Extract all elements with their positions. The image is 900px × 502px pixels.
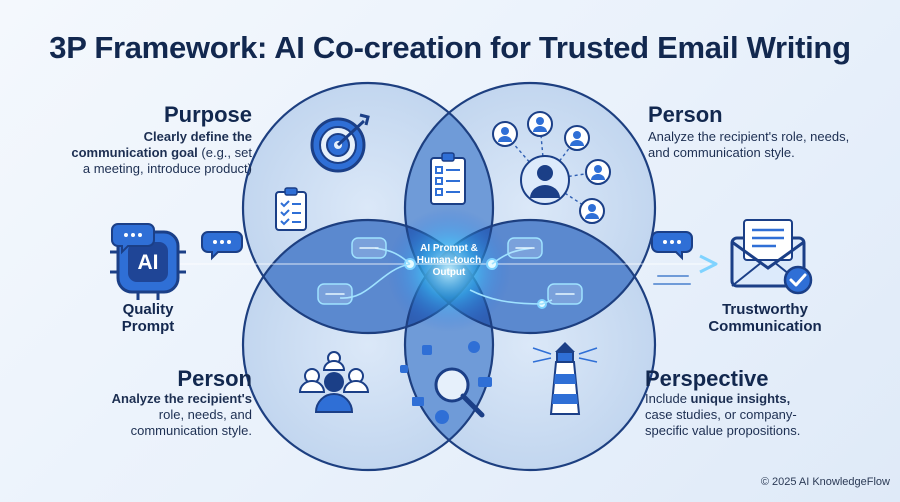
checklist-icon — [430, 152, 466, 205]
purpose-desc-rest: (e.g., set a meeting, introduce product) — [82, 145, 252, 176]
person-bottom-title: Person — [177, 366, 252, 391]
ai-badge: AI — [137, 251, 159, 274]
venn-outlines — [241, 81, 657, 472]
copyright: © 2025 AI KnowledgeFlow — [760, 476, 890, 488]
purpose-title: Purpose — [163, 102, 252, 127]
trustworthy-communication-label: Trustworthy Communication — [708, 301, 822, 335]
person-top-title: Person — [648, 102, 723, 127]
flow-line — [180, 247, 718, 309]
chat-bubble-icon — [111, 223, 693, 261]
perspective-desc-pre: Include — [645, 391, 691, 406]
team-people-icon — [298, 351, 370, 413]
envelope-check-icon — [730, 219, 813, 295]
person-top-description: Analyze the recipient's role, needs, and… — [648, 129, 850, 160]
center-glow — [387, 208, 511, 332]
perspective-title: Perspective — [645, 366, 769, 391]
ai-chip-icon — [110, 230, 186, 300]
person-bottom-desc-bold: Analyze the recipient's — [111, 391, 252, 406]
perspective-description: Include unique insights, case studies, o… — [645, 391, 805, 439]
center-label: AI Prompt & Human-touch Output — [416, 243, 482, 278]
target-icon — [310, 113, 370, 173]
quality-prompt-label: Quality Prompt — [121, 301, 175, 335]
person-bottom-desc-rest: role, needs, and communication style. — [130, 407, 252, 438]
flow-dashes — [653, 275, 691, 285]
perspective-desc-bold: unique insights, — [690, 391, 791, 406]
purpose-desc-bold: Clearly define the communication goal — [71, 129, 252, 160]
page-title: 3P Framework: AI Co-creation for Trusted… — [49, 30, 851, 65]
perspective-desc-rest: case studies, or company-specific value … — [645, 407, 801, 438]
magnifier-icon — [400, 341, 492, 424]
clipboard-icon — [275, 187, 307, 231]
person-bottom-description: Analyze the recipient's role, needs, and… — [100, 391, 252, 439]
lighthouse-icon — [532, 342, 598, 415]
network-people-icon — [492, 111, 611, 224]
purpose-description: Clearly define the communication goal (e… — [62, 129, 252, 177]
